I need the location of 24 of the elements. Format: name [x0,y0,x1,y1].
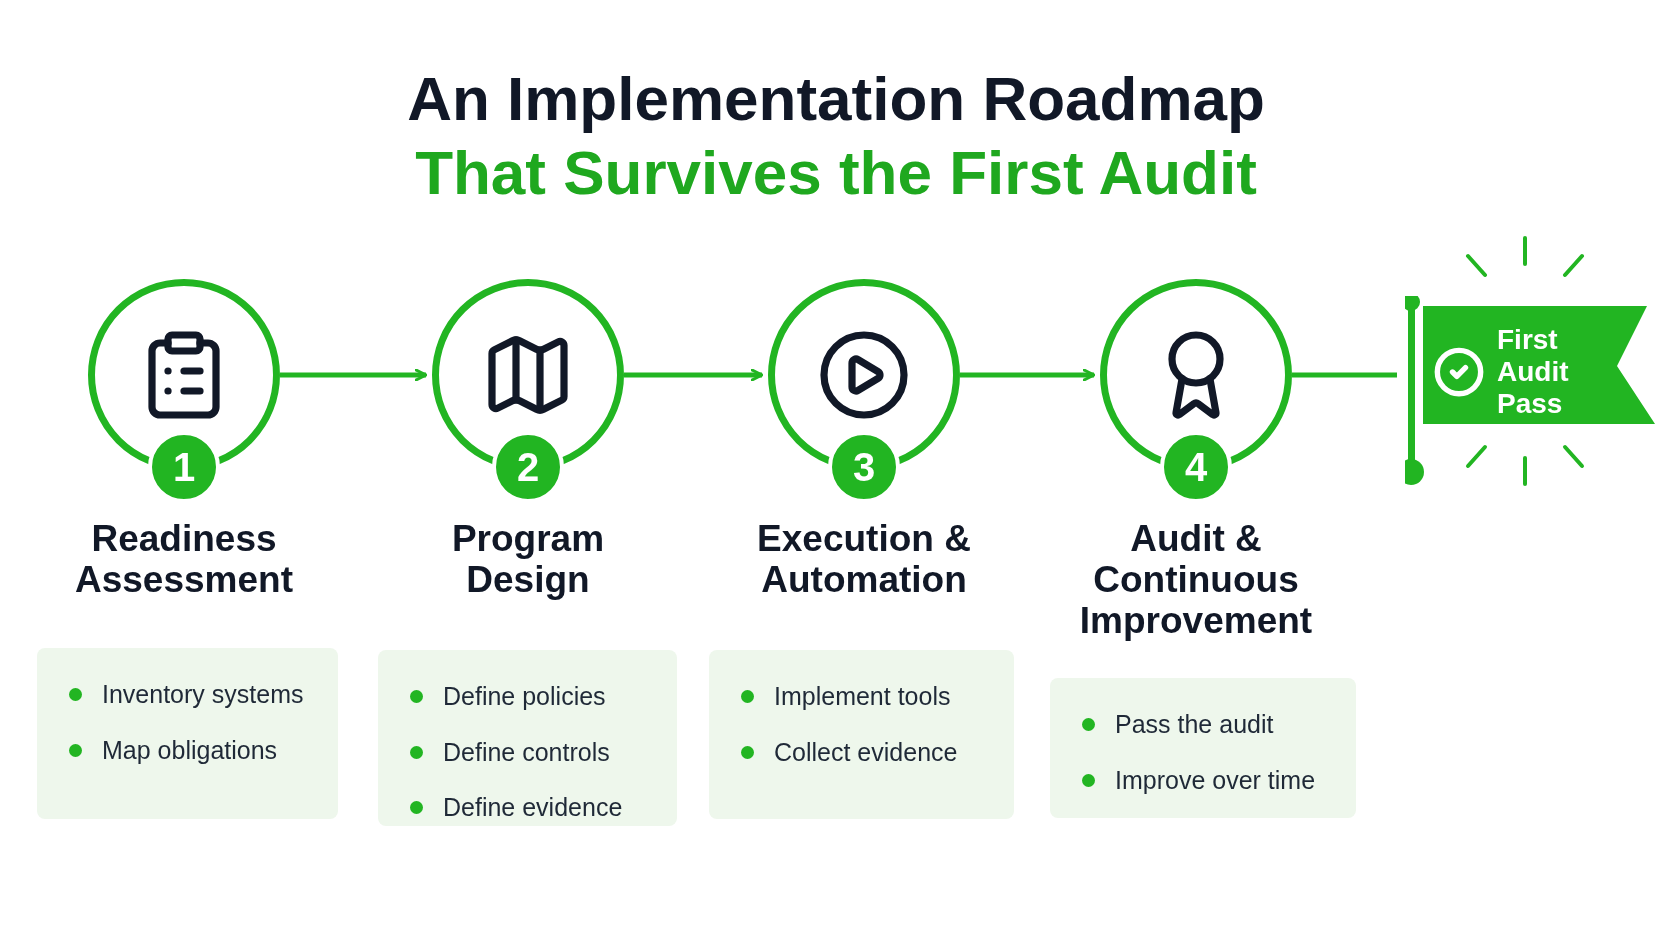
arrow [624,368,764,382]
bullet-text: Collect evidence [774,736,958,768]
bullet-text: Define policies [443,681,606,712]
flag-text: First Audit Pass [1497,324,1570,420]
bullet-text: Inventory systems [102,679,304,710]
bullet-text: Pass the audit [1115,709,1274,740]
title: An Implementation Roadmap [407,63,1265,135]
step-title: Audit & Continuous Improvement [1078,518,1314,641]
bullet-text: Implement tools [774,681,951,712]
bullet-card [37,648,338,819]
bullet-card [1050,678,1356,818]
arrow [960,368,1096,382]
subtitle: That Survives the First Audit [415,137,1257,209]
bullet-text: Define controls [443,736,610,768]
bullet-card [709,650,1014,819]
step-title: Execution & Automation [756,518,972,600]
arrow [280,368,428,382]
step-title: Readiness Assessment [74,518,294,600]
connector-line [1292,372,1397,378]
bullet-text: Map obligations [102,734,278,766]
bullet-text: Improve over time [1115,764,1316,796]
step-title: Program Design [450,518,606,600]
bullet-card [378,650,677,826]
bullet-text: Define evidence [443,792,623,823]
